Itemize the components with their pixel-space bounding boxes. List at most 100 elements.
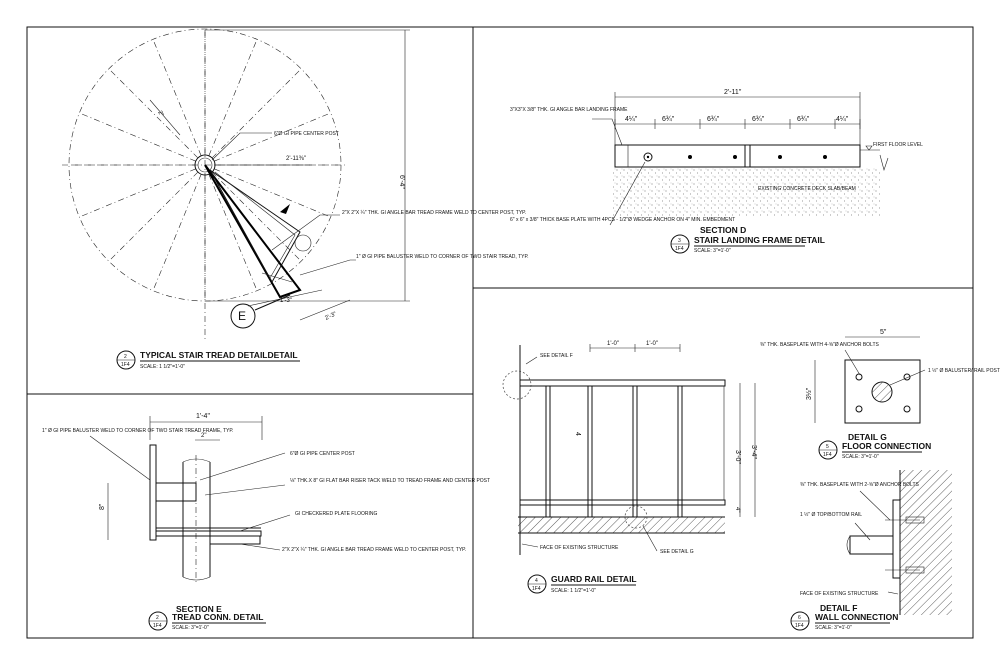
detail-f-bubble (502, 370, 532, 400)
panel-wall-conn: ⅜" THK. BASEPLATE WITH 2-⅝"Ø ANCHOR BOLT… (790, 470, 952, 631)
label-face: FACE OF EXISTING STRUCTURE (540, 545, 619, 551)
rail-post (677, 385, 683, 518)
dim-b: 1'-0" (646, 341, 658, 347)
label-angle: 2"X 2"X ¼" THK. GI ANGLE BAR TREAD FRAME… (282, 547, 466, 553)
title-section: SECTION E (176, 604, 222, 614)
wall-rail-pipe (849, 535, 894, 555)
dim-small: 2" (156, 110, 164, 118)
title-block-floor: 5 1F4 DETAIL G FLOOR CONNECTION SCALE: 3… (818, 432, 931, 460)
title-sheet: 1F4 (795, 623, 804, 629)
title-scale: SCALE: 3"=1'-0" (842, 454, 879, 460)
rail-post (632, 385, 638, 518)
tread-radial-line (108, 68, 199, 159)
sheet-border (26, 26, 974, 639)
title-name: FLOOR CONNECTION (842, 441, 931, 451)
title-number: 4 (535, 578, 538, 584)
title-scale: SCALE: 3"=1'-0" (815, 625, 852, 631)
title-scale: SCALE: 1 1/2"=1'-0" (551, 588, 596, 594)
dim-b4: 4" (734, 507, 740, 512)
tread-radial-line (214, 168, 331, 218)
title-block-landing: 3 1F4 SECTION D STAIR LANDING FRAME DETA… (670, 225, 825, 254)
title-name: STAIR LANDING FRAME DETAIL (694, 235, 825, 245)
dim-w: 5" (880, 329, 887, 336)
title-block-wall: 6 1F4 DETAIL F WALL CONNECTION SCALE: 3"… (790, 603, 898, 631)
tread-radial-line (214, 112, 331, 162)
wall-baseplate (892, 499, 901, 579)
flat-bar-riser (155, 482, 197, 502)
stair-dimensions: 6'-4" 2'-11⅜" 1'-3" 2'-3" 2" (149, 29, 410, 322)
label-baluster: 1 ½" Ø BALUSTER/ RAIL POST (928, 367, 1000, 374)
rail-posts (545, 385, 683, 518)
checkered-plate (155, 530, 262, 537)
tread-radial-line (152, 39, 202, 156)
label-first-floor: FIRST FLOOR LEVEL (873, 142, 923, 148)
title-number: 3 (678, 238, 681, 244)
dim-seg-4: 6¾" (752, 116, 765, 123)
callout-e-label: E (238, 309, 246, 323)
dim-len: 2'-3" (324, 311, 337, 321)
title-sheet: 1F4 (823, 452, 832, 458)
label-baseplate: 6" x 6" x 3/8" THICK BASE PLATE WITH 4PC… (510, 217, 735, 223)
label-detail-g: SEE DETAIL G (660, 549, 694, 555)
title-block-guard-rail: 4 1F4 GUARD RAIL DETAIL SCALE: 1 1/2"=1'… (527, 574, 637, 594)
title-scale: SCALE: 1 1/2"=1'-0" (140, 364, 185, 370)
landing-dimensions: 2'-11" 4¼" 6¾" 6¾" 6¾" 6¾" 4¼" (614, 89, 861, 145)
dim-seg-6: 4¼" (836, 116, 849, 123)
detail-g-bubble (624, 505, 648, 529)
dim-width: 1'-3" (280, 298, 292, 304)
title-number: 5 (826, 444, 829, 450)
anchor-bolts (643, 152, 827, 162)
label-landing-angle: 3"X3"X 3/8" THK. GI ANGLE BAR LANDING FR… (510, 107, 628, 113)
existing-wall (900, 470, 952, 615)
title-sheet: 1F4 (675, 246, 684, 252)
panel-guard-rail: 1'-0" 1'-0" 3'-0" 3'-4" 4" 4 SEE DETAIL … (502, 341, 757, 594)
dim-small: 2" (201, 433, 206, 439)
tread-angle-frame (209, 535, 261, 545)
rail-floor (518, 517, 725, 533)
title-section: DETAIL F (820, 603, 857, 613)
title-name: TREAD CONN. DETAIL (172, 612, 263, 622)
label-baluster: 1" Ø GI PIPE BALUSTER WELD TO CORNER OF … (356, 254, 529, 260)
title-scale: SCALE: 3"=1'-0" (694, 248, 731, 254)
dim-h1: 3'-0" (734, 450, 741, 464)
panel-landing-frame: 2'-11" 4¼" 6¾" 6¾" 6¾" 6¾" 4¼" FIRST FLO… (510, 89, 923, 254)
tread-radial-line (211, 171, 302, 262)
title-number: 2 (124, 354, 127, 360)
panel-tread-conn: 1'-4" 2" 8" 1" Ø GI PIPE BALUSTER WELD T… (42, 413, 490, 631)
dim-seg-5: 6¾" (797, 116, 810, 123)
tread-radial-line (79, 112, 196, 162)
rail-post (545, 385, 551, 518)
section-callout-e: E (230, 294, 291, 329)
label-face: FACE OF EXISTING STRUCTURE (800, 591, 879, 597)
dim-radius: 2'-11⅜" (286, 156, 306, 162)
label-detail-f: SEE DETAIL F (540, 353, 573, 359)
panel-floor-conn: 5" 3½" ⅜" THK. BASEPLATE WITH 4-⅝"Ø ANCH… (760, 329, 1000, 460)
label-baseplate: ⅜" THK. BASEPLATE WITH 4-⅝"Ø ANCHOR BOLT… (760, 342, 880, 348)
landing-angle-frame (614, 144, 861, 168)
title-scale: SCALE: 3"=1'-0" (172, 625, 209, 631)
title-section: SECTION D (700, 225, 746, 235)
dim-seg-1: 4¼" (625, 116, 638, 123)
dim-mid: 4 (574, 432, 581, 436)
tread-radial-line (208, 174, 258, 291)
label-baseplate: ⅜" THK. BASEPLATE WITH 2-⅝"Ø ANCHOR BOLT… (800, 482, 920, 488)
dim-seg-3: 6¾" (707, 116, 720, 123)
tread-radial-line (79, 168, 196, 218)
bottom-rail (519, 499, 726, 506)
title-number: 2 (156, 615, 159, 621)
concrete-slab (612, 168, 880, 216)
title-name: TYPICAL STAIR TREAD DETAILDETAIL (140, 350, 298, 360)
label-existing-slab: EXISTING CONCRETE DECK SLAB/BEAM (758, 186, 856, 192)
stair-plan-circle (62, 28, 345, 340)
tread-radial-line (211, 68, 302, 159)
title-number: 6 (798, 615, 801, 621)
dim-a: 1'-0" (607, 341, 619, 347)
baluster-post (149, 444, 157, 541)
label-angle-bar: 2"X 2"X ¼" THK. GI ANGLE BAR TREAD FRAME… (342, 210, 526, 216)
center-post-pipe (182, 455, 211, 585)
dim-height: 8" (99, 503, 106, 510)
top-rail (519, 379, 726, 387)
dim-h: 3½" (805, 387, 813, 400)
dim-overall: 2'-11" (724, 89, 742, 96)
